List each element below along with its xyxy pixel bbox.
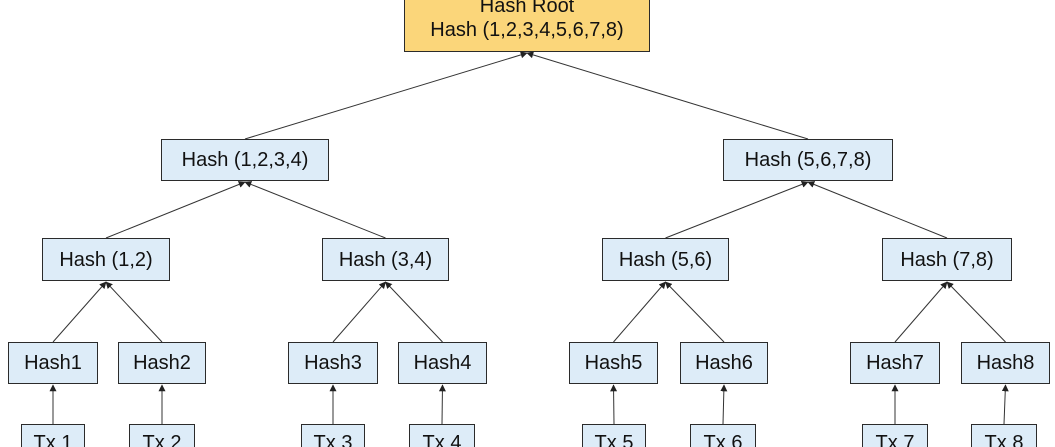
edge-h56-to-h5678 — [665, 181, 809, 239]
edge-h1234-to-root — [244, 51, 528, 140]
edge-h12-to-h1234 — [105, 181, 246, 239]
node-label: Hash (1,2) — [59, 248, 153, 271]
node-label: Hash8 — [976, 352, 1035, 374]
edge-hash6-to-h56 — [665, 281, 725, 343]
node-label: Hash (7,8) — [900, 248, 994, 271]
node-label: Tx 3 — [313, 432, 353, 447]
edge-h78-to-h5678 — [807, 181, 948, 239]
node-tx5: Tx 5 — [582, 424, 646, 447]
node-h5678: Hash (5,6,7,8) — [723, 139, 893, 181]
node-label: Hash6 — [695, 352, 753, 374]
node-label: Hash3 — [304, 352, 362, 374]
node-hash7: Hash7 — [850, 342, 940, 384]
node-hash8: Hash8 — [961, 342, 1050, 384]
node-h78: Hash (7,8) — [882, 238, 1012, 281]
edge-h5678-to-root — [526, 51, 809, 140]
node-label: Hash (3,4) — [338, 248, 433, 271]
node-hash6: Hash6 — [680, 342, 768, 384]
node-label: Tx 4 — [422, 432, 462, 447]
edge-hash1-to-h12 — [52, 281, 107, 343]
node-label: Hash5 — [584, 352, 643, 374]
edge-hash3-to-h34 — [332, 281, 386, 343]
node-label: Hash (5,6) — [618, 248, 713, 271]
node-hash1: Hash1 — [8, 342, 98, 384]
node-tx7: Tx 7 — [862, 424, 928, 447]
node-hash3: Hash3 — [288, 342, 378, 384]
node-hash5: Hash5 — [569, 342, 658, 384]
node-tx3: Tx 3 — [301, 424, 365, 447]
node-h56: Hash (5,6) — [602, 238, 729, 281]
node-label: Hash1 — [24, 352, 82, 374]
node-tx1: Tx 1 — [21, 424, 85, 447]
edge-hash2-to-h12 — [105, 281, 163, 343]
node-label: Tx 2 — [142, 432, 182, 447]
node-tx4: Tx 4 — [409, 424, 475, 447]
edge-hash5-to-h56 — [613, 281, 666, 343]
node-label: Tx 1 — [33, 432, 73, 447]
node-hash4: Hash4 — [398, 342, 487, 384]
edge-hash8-to-h78 — [946, 281, 1006, 343]
node-tx2: Tx 2 — [129, 424, 195, 447]
node-h1234: Hash (1,2,3,4) — [161, 139, 329, 181]
node-label: Tx 7 — [875, 432, 915, 447]
node-tx6: Tx 6 — [690, 424, 756, 447]
node-hash2: Hash2 — [118, 342, 206, 384]
node-label: Tx 5 — [594, 432, 634, 447]
node-label: Hash4 — [413, 352, 472, 374]
edge-h34-to-h1234 — [244, 181, 386, 239]
edge-hash4-to-h34 — [385, 281, 443, 343]
edge-hash7-to-h78 — [894, 281, 948, 343]
node-h12: Hash (1,2) — [42, 238, 170, 281]
node-label: Hash (1,2,3,4) — [181, 149, 309, 171]
node-label: Hash (5,6,7,8) — [744, 149, 872, 171]
edge-tx5-to-hash5 — [610, 384, 618, 425]
node-label: Tx 6 — [703, 432, 743, 447]
node-label: Hash (1,2,3,4,5,6,7,8) — [430, 19, 624, 41]
node-label: Tx 8 — [984, 432, 1024, 447]
node-label: Hash2 — [133, 352, 191, 374]
node-label: Hash Root — [479, 0, 575, 17]
node-h34: Hash (3,4) — [322, 238, 449, 281]
edge-tx6-to-hash6 — [720, 384, 728, 425]
edge-tx8-to-hash8 — [1001, 384, 1009, 425]
edge-tx4-to-hash4 — [438, 384, 446, 425]
node-label: Hash7 — [866, 352, 924, 374]
node-tx8: Tx 8 — [971, 424, 1037, 447]
